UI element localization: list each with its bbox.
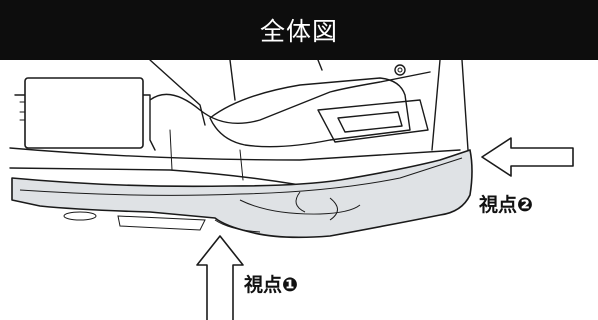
view-1-label: 視点❶ — [244, 274, 299, 296]
fender-outline — [431, 60, 469, 151]
bumper-vertical — [169, 129, 244, 181]
view-2-label: 視点❷ — [479, 194, 534, 216]
arrow-up-icon — [196, 235, 244, 320]
bumper-lower-edge — [9, 167, 301, 186]
fog-light-housing — [317, 99, 429, 143]
car-front-illustration — [9, 60, 574, 320]
title-bar: 全体図 — [0, 0, 598, 60]
bumper-upper-edge — [9, 147, 461, 161]
fog-light — [337, 111, 403, 133]
arrow-left-icon — [481, 137, 574, 177]
hood-line — [149, 60, 323, 126]
sensor-circle — [394, 64, 406, 76]
page-title: 全体図 — [259, 17, 338, 46]
license-plate — [24, 77, 144, 149]
upper-panel — [209, 77, 411, 148]
